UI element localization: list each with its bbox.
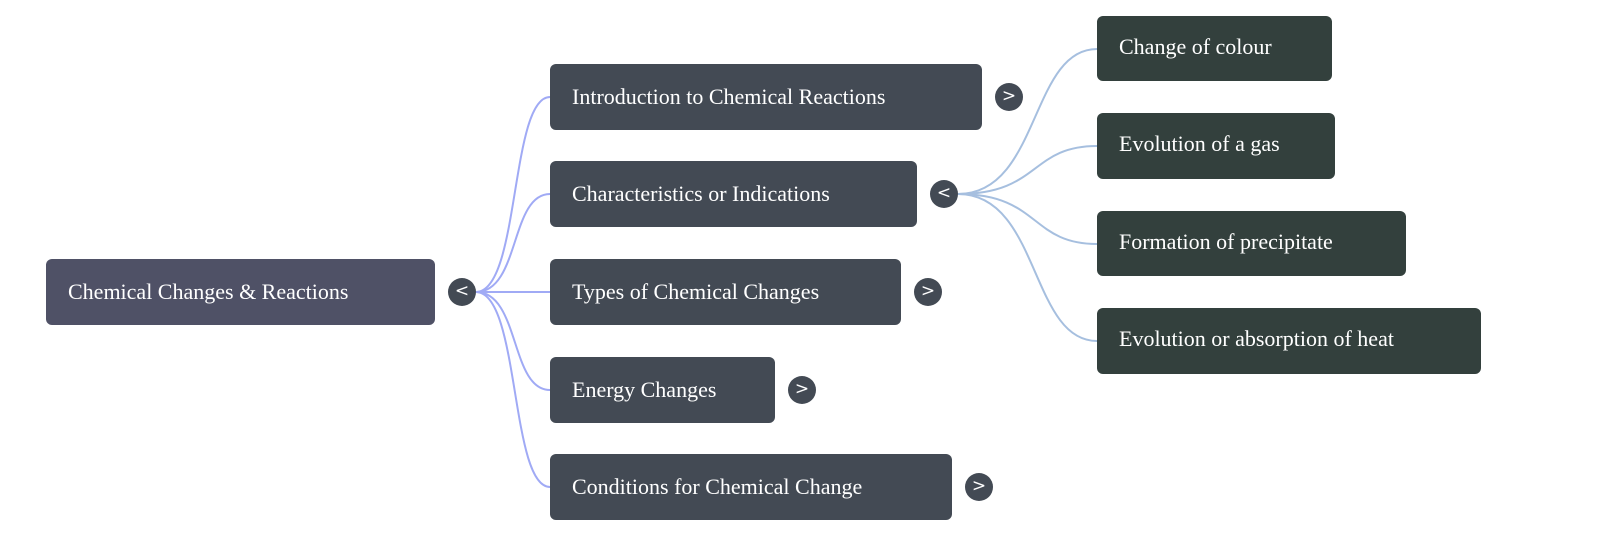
edge-root-characteristics: [475, 193, 551, 293]
leaf-node-colour[interactable]: Change of colour: [1097, 16, 1332, 81]
topic-label: Characteristics or Indications: [572, 181, 830, 206]
collapse-toggle-characteristics[interactable]: <: [930, 180, 958, 208]
expand-toggle-types[interactable]: >: [914, 278, 942, 306]
edge-char-heat: [957, 193, 1098, 342]
expand-toggle-conditions[interactable]: >: [965, 473, 993, 501]
leaf-label: Evolution of a gas: [1119, 131, 1280, 156]
topic-node-energy[interactable]: Energy Changes: [550, 357, 775, 423]
topic-label: Types of Chemical Changes: [572, 279, 820, 304]
leaf-label: Evolution or absorption of heat: [1119, 326, 1394, 351]
topic-node-conditions[interactable]: Conditions for Chemical Change: [550, 454, 952, 520]
edge-char-gas: [957, 145, 1098, 195]
edge-root-intro: [475, 96, 551, 293]
edge-root-energy: [475, 291, 551, 391]
leaf-node-heat[interactable]: Evolution or absorption of heat: [1097, 308, 1481, 374]
root-label: Chemical Changes & Reactions: [68, 279, 349, 304]
edge-char-colour: [957, 48, 1098, 195]
leaf-node-gas[interactable]: Evolution of a gas: [1097, 113, 1335, 179]
topic-label: Conditions for Chemical Change: [572, 474, 863, 499]
expand-toggle-energy[interactable]: >: [788, 376, 816, 404]
topic-label: Energy Changes: [572, 377, 717, 402]
leaf-node-precipitate[interactable]: Formation of precipitate: [1097, 211, 1406, 276]
expand-toggle-introduction[interactable]: >: [995, 83, 1023, 111]
topic-label: Introduction to Chemical Reactions: [572, 84, 886, 109]
topic-node-characteristics[interactable]: Characteristics or Indications: [550, 161, 917, 227]
collapse-toggle-root[interactable]: <: [448, 278, 476, 306]
edge-char-precipitate: [957, 193, 1098, 245]
root-node[interactable]: Chemical Changes & Reactions: [46, 259, 435, 325]
edge-root-conditions: [475, 291, 551, 488]
leaf-label: Formation of precipitate: [1119, 229, 1333, 254]
topic-node-introduction[interactable]: Introduction to Chemical Reactions: [550, 64, 982, 130]
topic-node-types[interactable]: Types of Chemical Changes: [550, 259, 901, 325]
leaf-label: Change of colour: [1119, 34, 1272, 59]
